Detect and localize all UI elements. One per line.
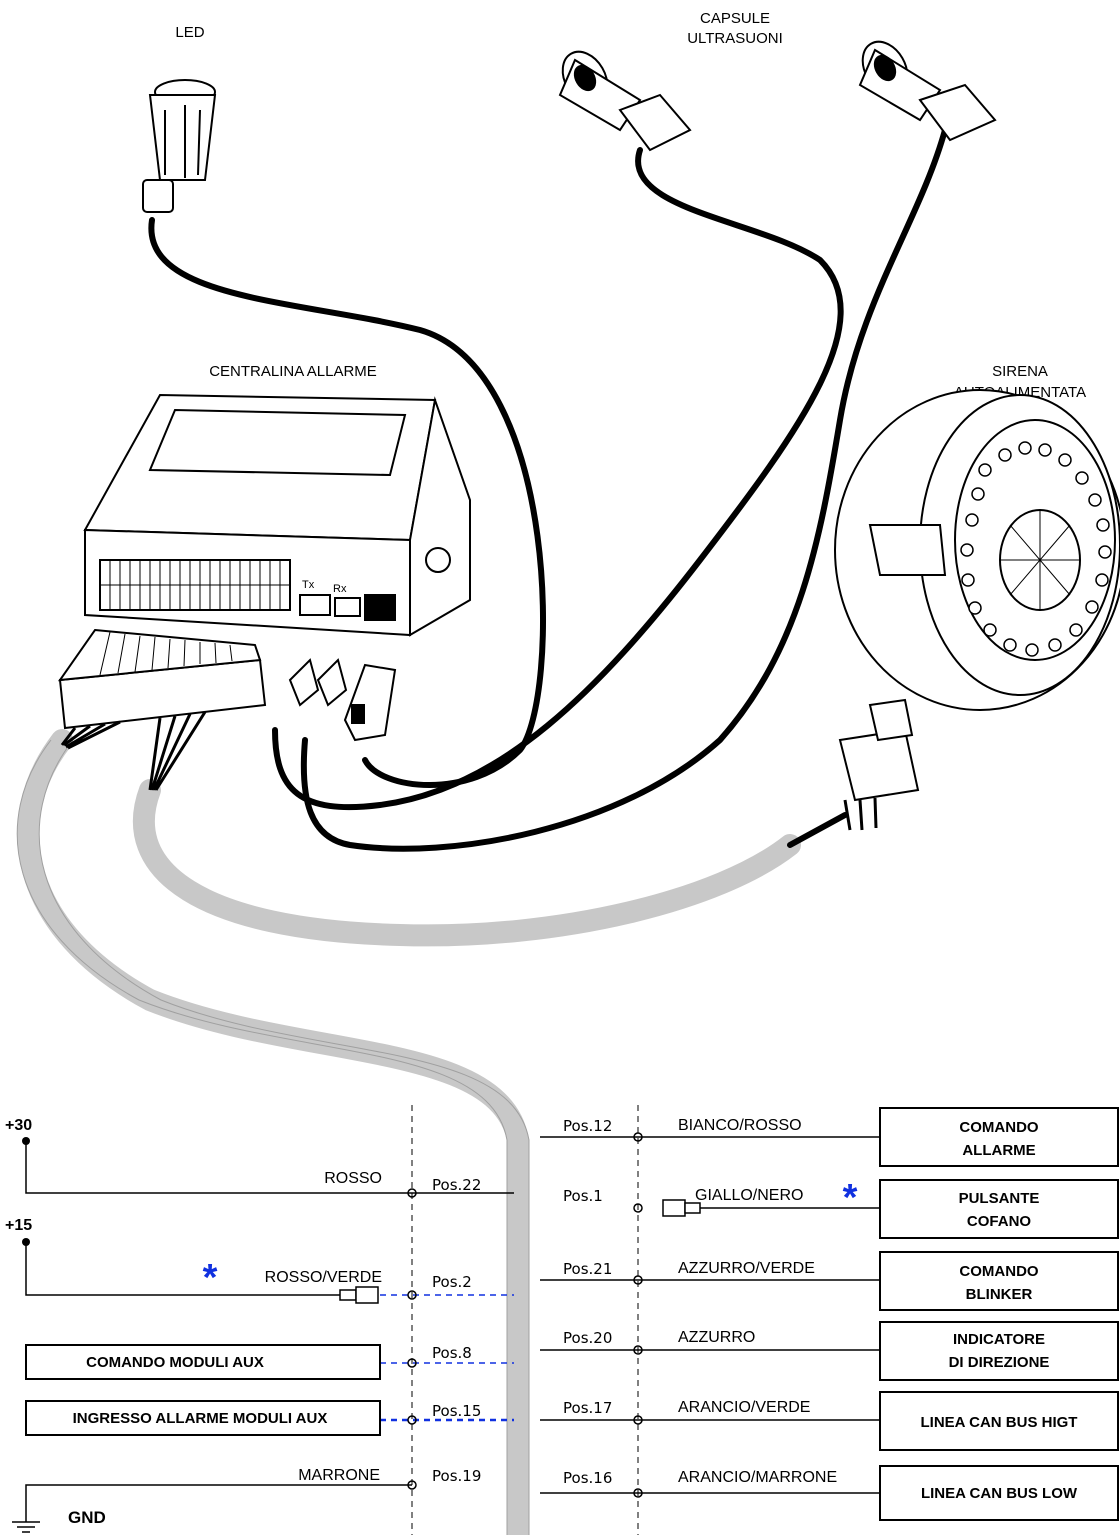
left-wire-lines xyxy=(25,1141,514,1493)
box-direction-indicator-line1: INDICATORE xyxy=(953,1331,1045,1348)
wire-color-arancio-verde: ARANCIO/VERDE xyxy=(678,1399,810,1416)
pos-15: Pos.15 xyxy=(432,1402,481,1420)
box-direction-indicator-line2: DI DIREZIONE xyxy=(949,1354,1050,1371)
wire-color-rosso-verde: ROSSO/VERDE xyxy=(265,1269,382,1286)
central-unit-label: CENTRALINA ALLARME xyxy=(209,363,377,380)
aux-command-label: COMANDO MODULI AUX xyxy=(86,1354,264,1371)
wire-color-azzurro: AZZURRO xyxy=(678,1329,755,1346)
tx-label: Tx xyxy=(302,579,315,591)
black-wires xyxy=(148,127,948,852)
rx-label: Rx xyxy=(333,583,347,595)
ultrasound-capsule-left xyxy=(558,50,692,152)
aux-command-box xyxy=(25,1344,381,1380)
wire-color-azzurro-verde: AZZURRO/VERDE xyxy=(678,1260,815,1277)
wire-color-marrone: MARRONE xyxy=(298,1467,380,1484)
capsule-label-line2: ULTRASUONI xyxy=(687,30,783,47)
pos-12: Pos.12 xyxy=(563,1117,612,1135)
box-can-bus-low: LINEA CAN BUS LOW xyxy=(921,1485,1078,1502)
wire-color-bianco-rosso: BIANCO/ROSSO xyxy=(678,1117,802,1134)
siren-label-line1: SIRENA xyxy=(992,363,1048,380)
wire-color-arancio-marrone: ARANCIO/MARRONE xyxy=(678,1469,837,1486)
led-component xyxy=(142,79,217,213)
pos-8: Pos.8 xyxy=(432,1344,472,1362)
pos-21: Pos.21 xyxy=(563,1260,612,1278)
right-wire-lines xyxy=(540,1136,880,1494)
asterisk-icon: * xyxy=(203,1257,218,1299)
central-unit xyxy=(83,393,471,637)
box-alarm-command-line1: COMANDO xyxy=(959,1119,1038,1136)
terminal-ticks xyxy=(407,1132,643,1498)
pos-16: Pos.16 xyxy=(563,1469,612,1487)
wire-color-rosso: ROSSO xyxy=(324,1170,382,1187)
box-alarm-command-line2: ALLARME xyxy=(962,1142,1035,1159)
asterisk-icon: * xyxy=(843,1177,858,1219)
connector-icon xyxy=(339,1286,379,1304)
connector-icon xyxy=(662,1199,701,1217)
left-dashed-blue xyxy=(380,1294,514,1422)
pos-19: Pos.19 xyxy=(432,1467,481,1485)
siren-connector xyxy=(838,698,920,831)
main-connector xyxy=(57,628,267,791)
pos-1: Pos.1 xyxy=(563,1187,603,1205)
pos-2: Pos.2 xyxy=(432,1273,472,1291)
capsule-label-line1: CAPSULE xyxy=(700,10,770,27)
box-hood-button-line2: COFANO xyxy=(967,1213,1032,1230)
capsule-connectors xyxy=(288,658,397,742)
pos-17: Pos.17 xyxy=(563,1399,612,1417)
pos-22: Pos.22 xyxy=(432,1176,481,1194)
aux-alarm-input-label: INGRESSO ALLARME MODULI AUX xyxy=(73,1410,328,1427)
box-blinker-command-line2: BLINKER xyxy=(966,1286,1033,1303)
plus15-label: +15 xyxy=(5,1217,32,1234)
aux-alarm-input-box xyxy=(25,1400,381,1436)
box-can-bus-high: LINEA CAN BUS HIGT xyxy=(921,1414,1078,1431)
siren-component xyxy=(834,389,1120,711)
right-boxes xyxy=(879,1107,1119,1521)
dashed-guide-lines xyxy=(411,1105,639,1535)
pos-20: Pos.20 xyxy=(563,1329,612,1347)
wire-color-giallo-nero: GIALLO/NERO xyxy=(695,1187,803,1204)
box-blinker-command-line1: COMANDO xyxy=(959,1263,1038,1280)
ground-icon xyxy=(12,1493,40,1533)
ultrasound-capsule-right xyxy=(858,40,997,142)
plus30-label: +30 xyxy=(5,1117,32,1134)
box-hood-button-line1: PULSANTE xyxy=(959,1190,1040,1207)
harness-cables xyxy=(17,729,801,1535)
led-label: LED xyxy=(175,24,204,41)
gnd-label: GND xyxy=(68,1508,106,1527)
